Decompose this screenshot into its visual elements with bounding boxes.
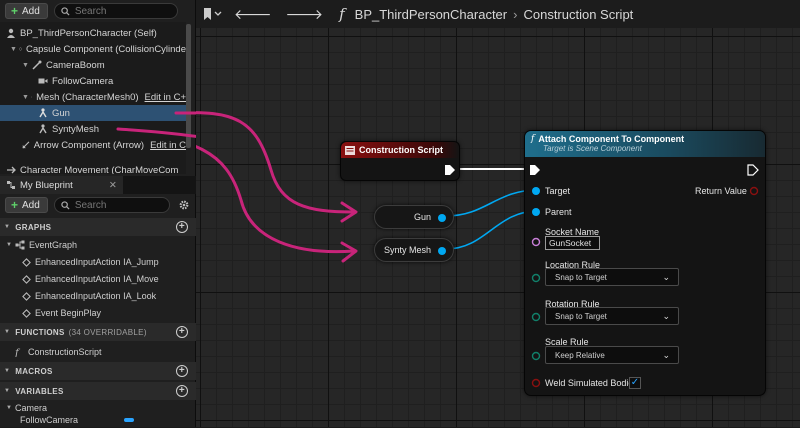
expand-caret-icon: ▼ [6, 242, 12, 248]
component-self[interactable]: BP_ThirdPersonCharacter (Self) [0, 25, 186, 41]
graph-item[interactable]: EnhancedInputAction IA_Move [0, 271, 196, 287]
capsule-icon [19, 44, 22, 54]
section-macros[interactable]: ▼ MACROS + [0, 362, 196, 380]
components-scrollbar[interactable] [186, 24, 191, 148]
collapse-caret-icon: ▼ [4, 388, 10, 394]
tab-my-blueprint[interactable]: My Blueprint ✕ [0, 176, 123, 194]
search-icon [61, 201, 70, 210]
component-cameraboom[interactable]: ▼ CameraBoom [0, 57, 186, 73]
movement-icon [6, 165, 16, 174]
add-function-button[interactable]: + [176, 326, 188, 338]
component-mesh[interactable]: ▼ Mesh (CharacterMesh0) Edit in C+ [0, 89, 186, 105]
event-icon [22, 275, 31, 284]
add-graph-button[interactable]: + [176, 221, 188, 233]
components-toolbar: +Add Search [5, 0, 178, 22]
graph-icon [15, 240, 25, 250]
close-tab-icon[interactable]: ✕ [109, 180, 117, 191]
component-capsule[interactable]: ▼ Capsule Component (CollisionCylinde [0, 41, 186, 57]
collapse-caret-icon: ▼ [4, 224, 10, 230]
left-panel: +Add Search BP_ThirdPersonCharacter (Sel… [0, 0, 196, 427]
skeletal-mesh-icon [31, 92, 32, 102]
add-macro-button[interactable]: + [176, 365, 188, 377]
section-graphs[interactable]: ▼ GRAPHS + [0, 218, 196, 236]
edit-in-cpp-link[interactable]: Edit in C+ [145, 92, 186, 103]
component-followcamera[interactable]: FollowCamera [0, 73, 186, 89]
event-icon [22, 292, 31, 301]
my-blueprint-tabbar: My Blueprint ✕ [0, 176, 196, 194]
component-gun[interactable]: Gun [0, 105, 186, 121]
expand-caret-icon[interactable]: ▼ [10, 46, 17, 53]
spring-arm-icon [32, 60, 42, 70]
collapse-caret-icon: ▼ [4, 368, 10, 374]
variable-item[interactable]: FollowCamera [0, 412, 196, 428]
function-item[interactable]: f ConstructionScript [0, 344, 196, 360]
add-component-button[interactable]: +Add [5, 3, 48, 19]
add-member-button[interactable]: +Add [5, 197, 48, 213]
gear-icon[interactable] [178, 199, 190, 211]
graph-item[interactable]: EnhancedInputAction IA_Look [0, 288, 196, 304]
svg-text:f: f [14, 348, 21, 357]
blueprint-icon [6, 180, 16, 190]
component-arrow[interactable]: Arrow Component (Arrow) Edit in C [0, 137, 186, 153]
my-blueprint-search-input[interactable]: Search [54, 197, 170, 213]
my-blueprint-toolbar: +Add Search [5, 194, 190, 216]
event-icon [22, 309, 31, 318]
component-character-movement[interactable]: Character Movement (CharMoveCom [0, 162, 186, 174]
components-search-input[interactable]: Search [54, 3, 178, 19]
arrow-icon [22, 140, 30, 150]
edit-in-cpp-link[interactable]: Edit in C [150, 140, 186, 151]
graph-editor[interactable]: 🡐 🡒 f BP_ThirdPersonCharacter › Construc… [196, 0, 800, 427]
plus-icon: + [11, 198, 18, 212]
expand-caret-icon[interactable]: ▼ [22, 94, 29, 101]
component-syntymesh[interactable]: SyntyMesh [0, 121, 186, 137]
character-icon [6, 28, 16, 38]
event-icon [22, 258, 31, 267]
camera-icon [38, 76, 48, 86]
skeletal-mesh-icon [38, 124, 48, 134]
plus-icon: + [11, 4, 18, 18]
section-variables[interactable]: ▼ VARIABLES + [0, 382, 196, 400]
annotation-arrows [196, 0, 800, 427]
graph-item[interactable]: EnhancedInputAction IA_Jump [0, 254, 196, 270]
skeletal-mesh-icon [38, 108, 48, 118]
graph-item[interactable]: Event BeginPlay [0, 305, 196, 321]
components-tree: BP_ThirdPersonCharacter (Self) ▼ Capsule… [0, 22, 186, 174]
collapse-caret-icon: ▼ [4, 329, 10, 335]
expand-caret-icon: ▼ [6, 405, 12, 411]
event-graph-item[interactable]: ▼ EventGraph [0, 237, 196, 253]
add-variable-button[interactable]: + [176, 385, 188, 397]
section-functions[interactable]: ▼ FUNCTIONS (34 OVERRIDABLE) + [0, 323, 196, 341]
variable-type-pill [124, 418, 134, 422]
search-icon [61, 7, 70, 16]
expand-caret-icon[interactable]: ▼ [22, 62, 30, 69]
function-icon: f [14, 347, 24, 357]
